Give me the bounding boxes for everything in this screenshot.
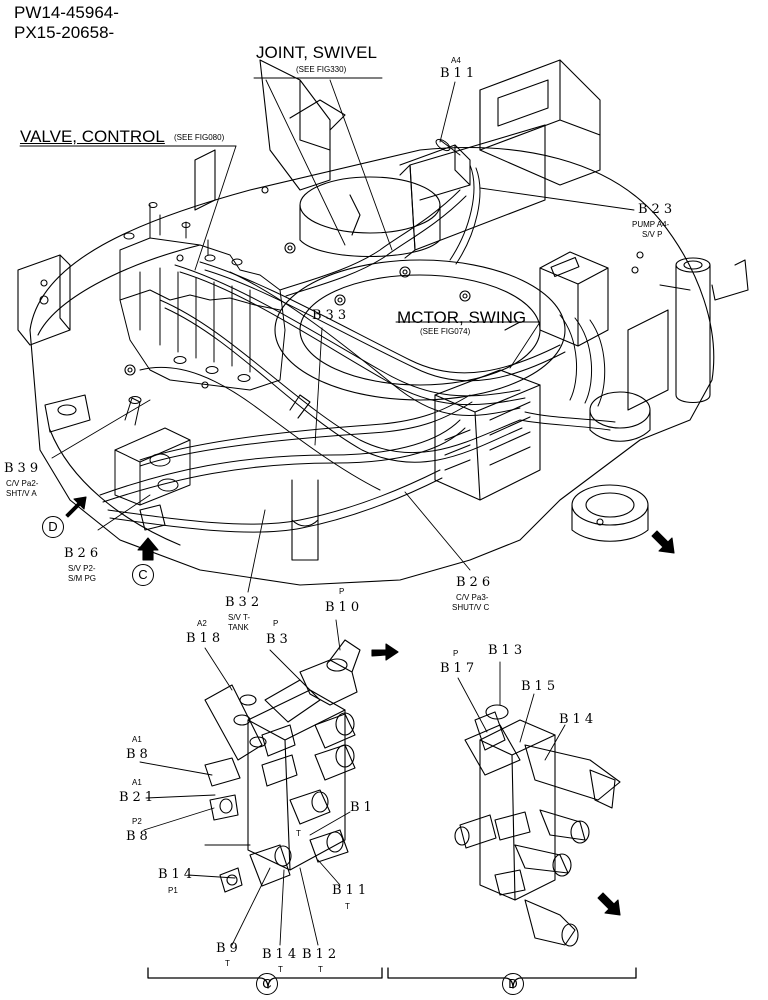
view-marker-d: D [42,516,64,538]
label-c-t-b14: T [278,965,283,974]
label-c-p-mid: P [273,619,279,628]
label-b13: B13 [488,643,527,658]
label-b8-a: B8 [126,747,152,762]
upper-frame-drawing [17,59,749,586]
label-b32-desc1: S/V T- [228,613,251,622]
callout-valve-control-ref: (SEE FIG080) [174,133,225,142]
label-b18: B18 [186,631,225,646]
label-b26-right-desc1: C/V Pa3- [456,593,489,602]
label-c-a1-a: A1 [132,735,142,744]
label-b32: B32 [225,595,264,610]
detail-view-c-drawing [204,639,361,893]
label-a4: A4 [451,56,461,65]
label-b26-left-desc2: S/M PG [68,574,97,583]
view-arrow-d-icon [65,496,87,518]
label-c-a2: A2 [197,619,207,628]
model-range-line-1: PW14-45964- [14,3,119,22]
view-brackets [147,967,637,989]
label-b8-b: B8 [126,829,152,844]
label-d-p: P [453,649,459,658]
view-label-c: C [256,973,278,995]
leader-lines-view-c [139,619,351,946]
label-b21: B21 [119,790,158,805]
leader-lines-upper [19,77,635,593]
callout-joint-swivel-title: JOINT, SWIVEL [256,43,377,62]
label-b14-d: B14 [559,712,598,727]
label-b39: B39 [4,461,43,476]
label-b33: B33 [312,308,351,323]
label-b17: B17 [440,661,479,676]
label-b12: B12 [302,947,341,962]
model-range-line-2: PX15-20658- [14,23,115,42]
label-b32-desc2: TANK [228,623,249,632]
label-c-p2: P2 [132,817,142,826]
label-b11-top: B11 [440,66,479,81]
label-b23-desc1: PUMP A4- [632,220,670,229]
callout-motor-swing-title: MCTOR, SWING [397,308,527,327]
label-c-t-b1: T [296,829,301,838]
view-marker-c: C [132,564,154,586]
label-b14-left: B14 [158,867,197,882]
label-b39-desc1: C/V Pa2- [6,479,39,488]
detail-view-d-drawing [454,704,621,947]
label-b9: B9 [216,941,242,956]
label-c-t-b9: T [225,959,230,968]
label-b14-bottom: B14 [262,947,301,962]
label-b26-right: B26 [456,575,495,590]
callout-joint-swivel-ref: (SEE FIG330) [296,65,347,74]
label-c-t-b11: T [345,902,350,911]
label-c-t-b12: T [318,965,323,974]
label-c-p1: P1 [168,886,178,895]
label-c-p-top: P [339,587,345,596]
label-b23-desc2: S/V P [642,230,663,239]
leader-lines-view-d [457,661,566,761]
view-arrow-c-icon [137,537,159,561]
label-c-a1-b: A1 [132,778,142,787]
label-b11-bottom: B11 [332,883,371,898]
view-label-d: D [502,973,524,995]
callout-motor-swing-ref: (SEE FIG074) [420,327,471,336]
label-b26-right-desc2: SHUT/V C [452,603,490,612]
label-b26-left-desc1: S/V P2- [68,564,96,573]
label-b1: B1 [350,800,376,815]
label-b26-left: B26 [64,546,103,561]
label-b15: B15 [521,679,560,694]
direction-arrow-icon [371,530,675,916]
label-b23: B23 [638,202,677,217]
callout-valve-control-title: VALVE, CONTROL [20,127,165,146]
label-b39-desc2: SHT/V A [6,489,37,498]
label-b10: B10 [325,600,364,615]
label-b3: B3 [266,632,292,647]
